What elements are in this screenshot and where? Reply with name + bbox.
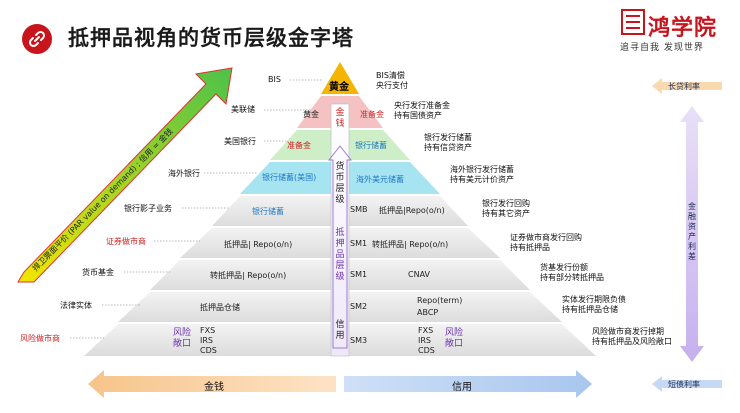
band8-right-2: ABCP	[417, 308, 439, 317]
right-vertical-arrow	[680, 106, 704, 362]
right-bottom-arrow	[652, 376, 722, 392]
band8-right-1: Repo(term)	[417, 296, 463, 305]
left-label-securities-dealer: 证券做市商	[106, 237, 146, 246]
logo-name: 鸿学院	[648, 15, 718, 41]
band8-code: SM2	[350, 302, 368, 311]
band9-right-risk: 风险敞口	[444, 328, 463, 349]
right-note-3-line2: 持有信贷资产	[424, 143, 472, 152]
page-title: 抵押品视角的货币层级金字塔	[68, 26, 354, 50]
right-panel-top: 长贷利率	[668, 82, 700, 91]
center-column	[330, 103, 350, 357]
band7-right: CNAV	[408, 270, 431, 279]
left-label-bis: BIS	[268, 75, 281, 84]
column-currency-tier: 货币层级	[335, 162, 345, 205]
right-panel-bottom: 短债利率	[668, 380, 700, 389]
bottom-right-arrow	[344, 370, 592, 398]
column-money: 金钱	[335, 108, 345, 129]
pyramid-apex	[321, 62, 359, 94]
right-note-8-line1: 实体发行期限负债	[562, 295, 626, 304]
column-credit: 信用	[335, 320, 345, 341]
right-note-2-line1: 央行发行准备金	[394, 101, 450, 110]
band4-left: 银行储蓄(美国)	[262, 173, 317, 182]
left-label-risk-dealer: 风险做市商	[20, 334, 60, 343]
right-note-9-line2: 持有抵押品及风险敞口	[592, 337, 672, 346]
band2-right: 准备金	[360, 110, 384, 119]
right-note-3-line1: 银行发行储蓄	[424, 133, 472, 142]
link-icon	[22, 24, 52, 54]
left-label-legal-entity: 法律实体	[60, 301, 92, 310]
right-note-5-line1: 银行发行回购	[482, 199, 530, 208]
band6-code: SM1	[350, 239, 368, 248]
band7-code: SM1	[350, 270, 368, 279]
band9-left-risk: 风险敞口	[172, 328, 191, 349]
right-note-1-line1: BIS清偿	[376, 71, 405, 80]
band9-right-irs: IRS	[418, 336, 431, 345]
brand-logo: 鸿学院 追寻自我 发现世界	[620, 8, 732, 56]
band9-code: SM3	[350, 336, 368, 345]
band9-left-irs: IRS	[200, 336, 213, 345]
right-panel-middle: 金融资产利差	[688, 202, 696, 261]
band3-right: 银行储蓄	[355, 141, 387, 150]
bottom-right-label: 信用	[452, 382, 472, 393]
right-note-6-line2: 持有抵押品	[510, 243, 550, 252]
band9-right-fxs: FXS	[418, 326, 434, 335]
band3-left: 准备金	[287, 141, 311, 150]
left-label-money-fund: 货币基金	[82, 268, 114, 277]
right-note-1-line2: 央行支付	[376, 81, 408, 90]
band5-code: SMB	[350, 205, 368, 214]
right-note-4-line1: 海外银行发行储蓄	[450, 165, 514, 174]
band9-left-fxs: FXS	[200, 326, 216, 335]
band9-left-cds: CDS	[200, 346, 217, 355]
left-label-overseas-bank: 海外银行	[168, 169, 200, 178]
left-label-us-bank: 美国银行	[224, 137, 256, 146]
right-note-6-line1: 证券做市商发行回购	[510, 233, 582, 242]
left-label-shadow-bank: 银行影子业务	[124, 204, 172, 213]
band2-left: 黄金	[303, 110, 319, 119]
band4-right: 海外美元储蓄	[356, 175, 404, 184]
right-note-2-line2: 持有国债资产	[394, 111, 442, 120]
band6-left: 抵押品| Repo(o/n)	[224, 240, 293, 249]
right-note-7-line2: 持有部分转抵押品	[540, 273, 604, 282]
bottom-left-arrow	[88, 370, 336, 398]
logo-tagline: 追寻自我 发现世界	[620, 43, 704, 53]
band9-right-cds: CDS	[418, 346, 435, 355]
band5-right: 抵押品|Repo(o/n)	[379, 206, 445, 215]
column-arrow	[327, 145, 353, 349]
right-note-8-line2: 持有抵押品仓储	[562, 305, 618, 314]
right-note-5-line2: 持有其它资产	[482, 209, 530, 218]
apex-gold: 黄金	[329, 82, 349, 93]
right-note-7-line1: 货基发行份额	[540, 263, 588, 272]
column-collateral-tier: 抵押品层级	[335, 228, 345, 282]
right-note-4-line2: 持有美元计价资产	[450, 175, 514, 184]
band6-right: 转抵押品| Repo(o/n)	[372, 240, 449, 249]
logo-mark-icon	[621, 9, 645, 35]
left-label-fed: 美联储	[231, 105, 255, 114]
diagonal-arrow	[17, 67, 233, 283]
band8-left: 抵押品仓储	[200, 303, 240, 312]
band7-left: 转抵押品| Repo(o/n)	[210, 271, 287, 280]
band5-left: 银行储蓄	[252, 207, 284, 216]
right-note-9-line1: 风险做市商发行掉期	[592, 327, 664, 336]
bottom-left-label: 金钱	[204, 382, 224, 393]
right-top-arrow	[652, 78, 722, 94]
